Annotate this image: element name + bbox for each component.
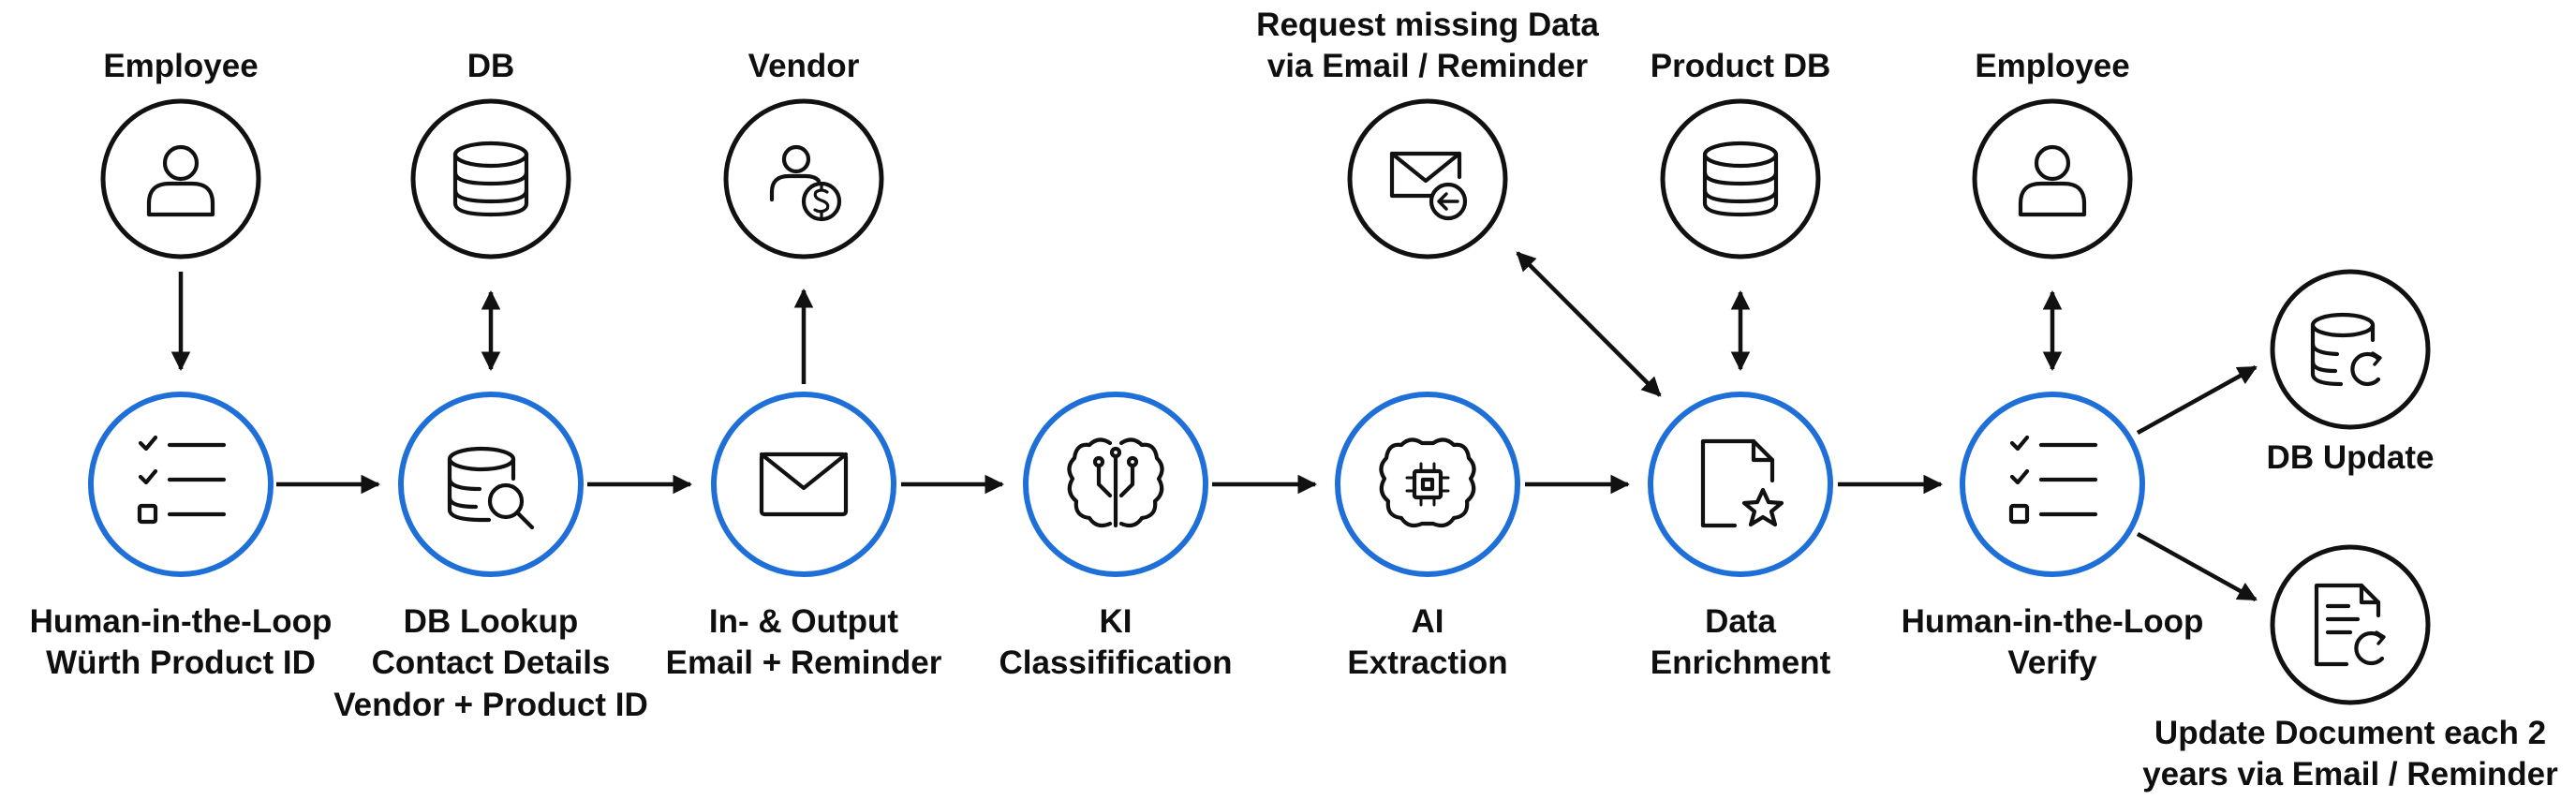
mail-return-icon — [1389, 151, 1468, 221]
person-icon — [146, 144, 215, 217]
actor-employee-2 — [1972, 98, 2133, 259]
process-label: Contact Details — [372, 644, 611, 681]
process-label: In- & Output — [709, 603, 899, 640]
process-label: DB Lookup — [404, 603, 579, 640]
actor-label: Vendor — [748, 48, 860, 84]
actor-label: Employee — [1975, 48, 2129, 84]
request-bidirectional-arrow — [1516, 251, 1662, 397]
process-data-enrichment — [1648, 392, 1833, 577]
process-label: Verify — [2007, 644, 2097, 681]
actor-vendor — [723, 98, 884, 259]
process-db-lookup — [398, 392, 584, 577]
actor-request-missing-data — [1347, 98, 1508, 259]
process-label: Extraction — [1347, 644, 1507, 681]
output-db-update — [2270, 269, 2431, 430]
output-update-document — [2270, 544, 2431, 705]
process-label: Email + Reminder — [666, 644, 942, 681]
document-refresh-icon — [2314, 583, 2386, 667]
process-label: Data — [1705, 603, 1776, 640]
labels: Employee DB Vendor Request missing Data … — [30, 7, 2559, 793]
person-icon — [2018, 144, 2087, 217]
checklist-icon — [2008, 435, 2098, 525]
process-ai-extraction — [1335, 392, 1520, 577]
actor-label: Employee — [103, 48, 258, 84]
actor-label: Request missing Data — [1256, 7, 1599, 43]
database-search-icon — [447, 446, 535, 530]
checklist-icon — [137, 435, 227, 525]
actor-label: DB — [467, 48, 515, 84]
document-star-icon — [1700, 438, 1784, 528]
process-hitl-verify — [1960, 392, 2145, 577]
output-label: years via Email / Reminder — [2142, 756, 2558, 793]
brain-chip-icon — [1379, 437, 1476, 528]
process-label: Human-in-the-Loop — [1902, 603, 2204, 640]
envelope-icon — [759, 452, 849, 517]
actor-label: via Email / Reminder — [1267, 48, 1589, 84]
verify-to-dbupdate-arrow — [2136, 365, 2258, 435]
process-hitl-product-id — [88, 392, 274, 577]
actor-employee-1 — [100, 98, 261, 259]
process-label: Human-in-the-Loop — [30, 603, 333, 640]
process-label: Enrichment — [1651, 644, 1831, 681]
output-label: Update Document each 2 — [2154, 715, 2546, 751]
actor-label: Product DB — [1651, 48, 1831, 84]
process-label: Classifification — [999, 644, 1233, 681]
database-icon — [1702, 141, 1779, 217]
process-label: Vendor + Product ID — [333, 687, 647, 723]
brain-circuit-icon — [1067, 437, 1164, 528]
actor-product-db — [1660, 98, 1821, 259]
output-label: DB Update — [2267, 439, 2435, 476]
verify-to-document-arrow — [2136, 532, 2258, 601]
process-ki-classification — [1023, 392, 1208, 577]
process-io-email — [711, 392, 896, 577]
actor-db — [410, 98, 571, 259]
connectors — [170, 251, 2258, 601]
process-label: Würth Product ID — [46, 644, 316, 681]
person-dollar-icon — [769, 144, 842, 222]
process-label: KI — [1100, 603, 1133, 640]
process-label: AI — [1412, 603, 1444, 640]
database-icon — [452, 141, 529, 217]
database-refresh-icon — [2310, 312, 2382, 387]
